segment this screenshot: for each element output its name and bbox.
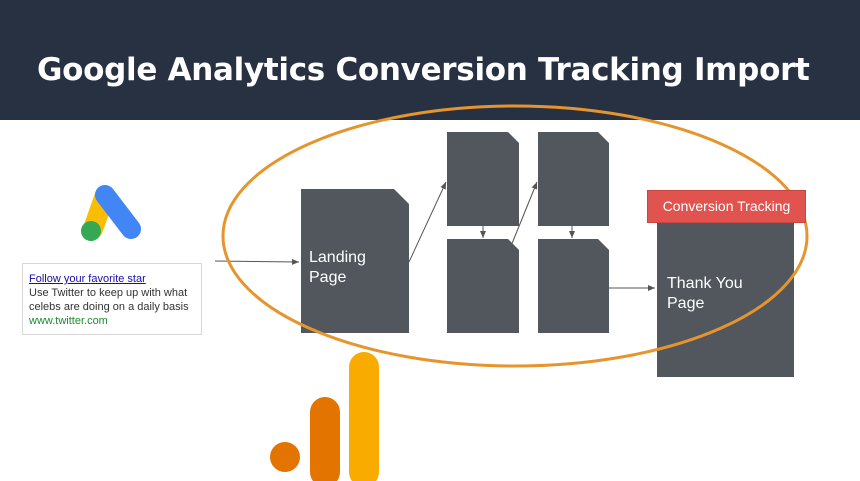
google-ads-logo-icon	[81, 185, 141, 241]
ad-display-url: www.twitter.com	[29, 315, 108, 327]
ad-headline-link[interactable]: Follow your favorite star	[29, 273, 146, 285]
ad-description: Use Twitter to keep up with what celebs …	[29, 287, 189, 313]
page-title: Google Analytics Conversion Tracking Imp…	[37, 52, 810, 88]
flow-page-1	[447, 132, 519, 226]
flow-page-2	[447, 239, 519, 333]
google-analytics-logo-icon	[270, 352, 379, 481]
landing-page-shape	[301, 189, 409, 333]
highlight-ellipse	[221, 104, 809, 368]
landing-to-page1-arrow	[408, 181, 447, 263]
search-ad-card: Follow your favorite star Use Twitter to…	[22, 263, 202, 335]
thank-you-page-label: Thank You Page	[667, 275, 743, 312]
conversion-tracking-badge: Conversion Tracking	[647, 190, 806, 223]
flow-page-3	[538, 132, 609, 226]
header-bar	[0, 0, 860, 120]
landing-page-label: Landing Page	[309, 249, 366, 286]
page2-to-page3-arrow	[510, 181, 538, 247]
flow-page-4	[538, 239, 609, 333]
